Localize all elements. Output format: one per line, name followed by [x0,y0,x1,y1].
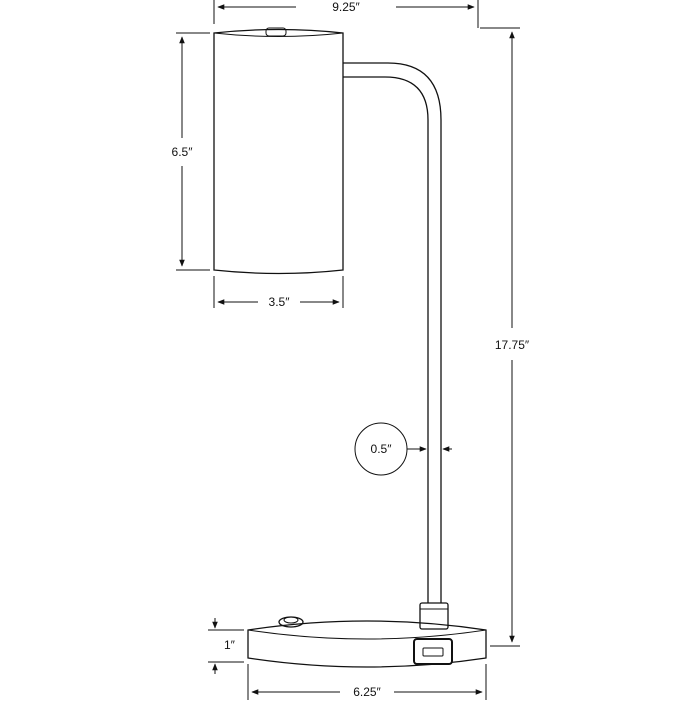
shade-height-label: 6.5″ [172,145,194,159]
lamp-shade [213,28,344,275]
overall-height-label: 17.75″ [495,338,530,352]
switch-button-cap [283,616,299,624]
overall-width-label: 9.25″ [332,0,360,14]
shade-width-label: 3.5″ [269,295,291,309]
switch-button [278,616,304,628]
lamp-arm-inner [343,76,429,603]
dim-pole-diameter: 0.5″ [354,422,452,476]
dim-overall-height: 17.75″ [480,27,530,647]
dim-shade-width: 3.5″ [213,276,344,309]
usb-port-slot [422,647,444,657]
dim-shade-height: 6.5″ [172,32,210,271]
pole-diameter-label: 0.5″ [371,442,393,456]
dim-base-width: 6.25″ [247,664,487,700]
lamp-arm [343,62,442,603]
base-height-label: 1″ [224,638,236,652]
usb-port [413,638,453,665]
base-width-label: 6.25″ [353,685,381,699]
base-top-rim [247,629,487,640]
dim-base-height: 1″ [208,618,244,674]
dim-overall-width: 9.25″ [213,0,479,28]
pole-collar [419,602,449,630]
lamp-illustration [213,27,487,668]
lamp-base [247,620,487,668]
shade-top-cap [265,27,287,37]
